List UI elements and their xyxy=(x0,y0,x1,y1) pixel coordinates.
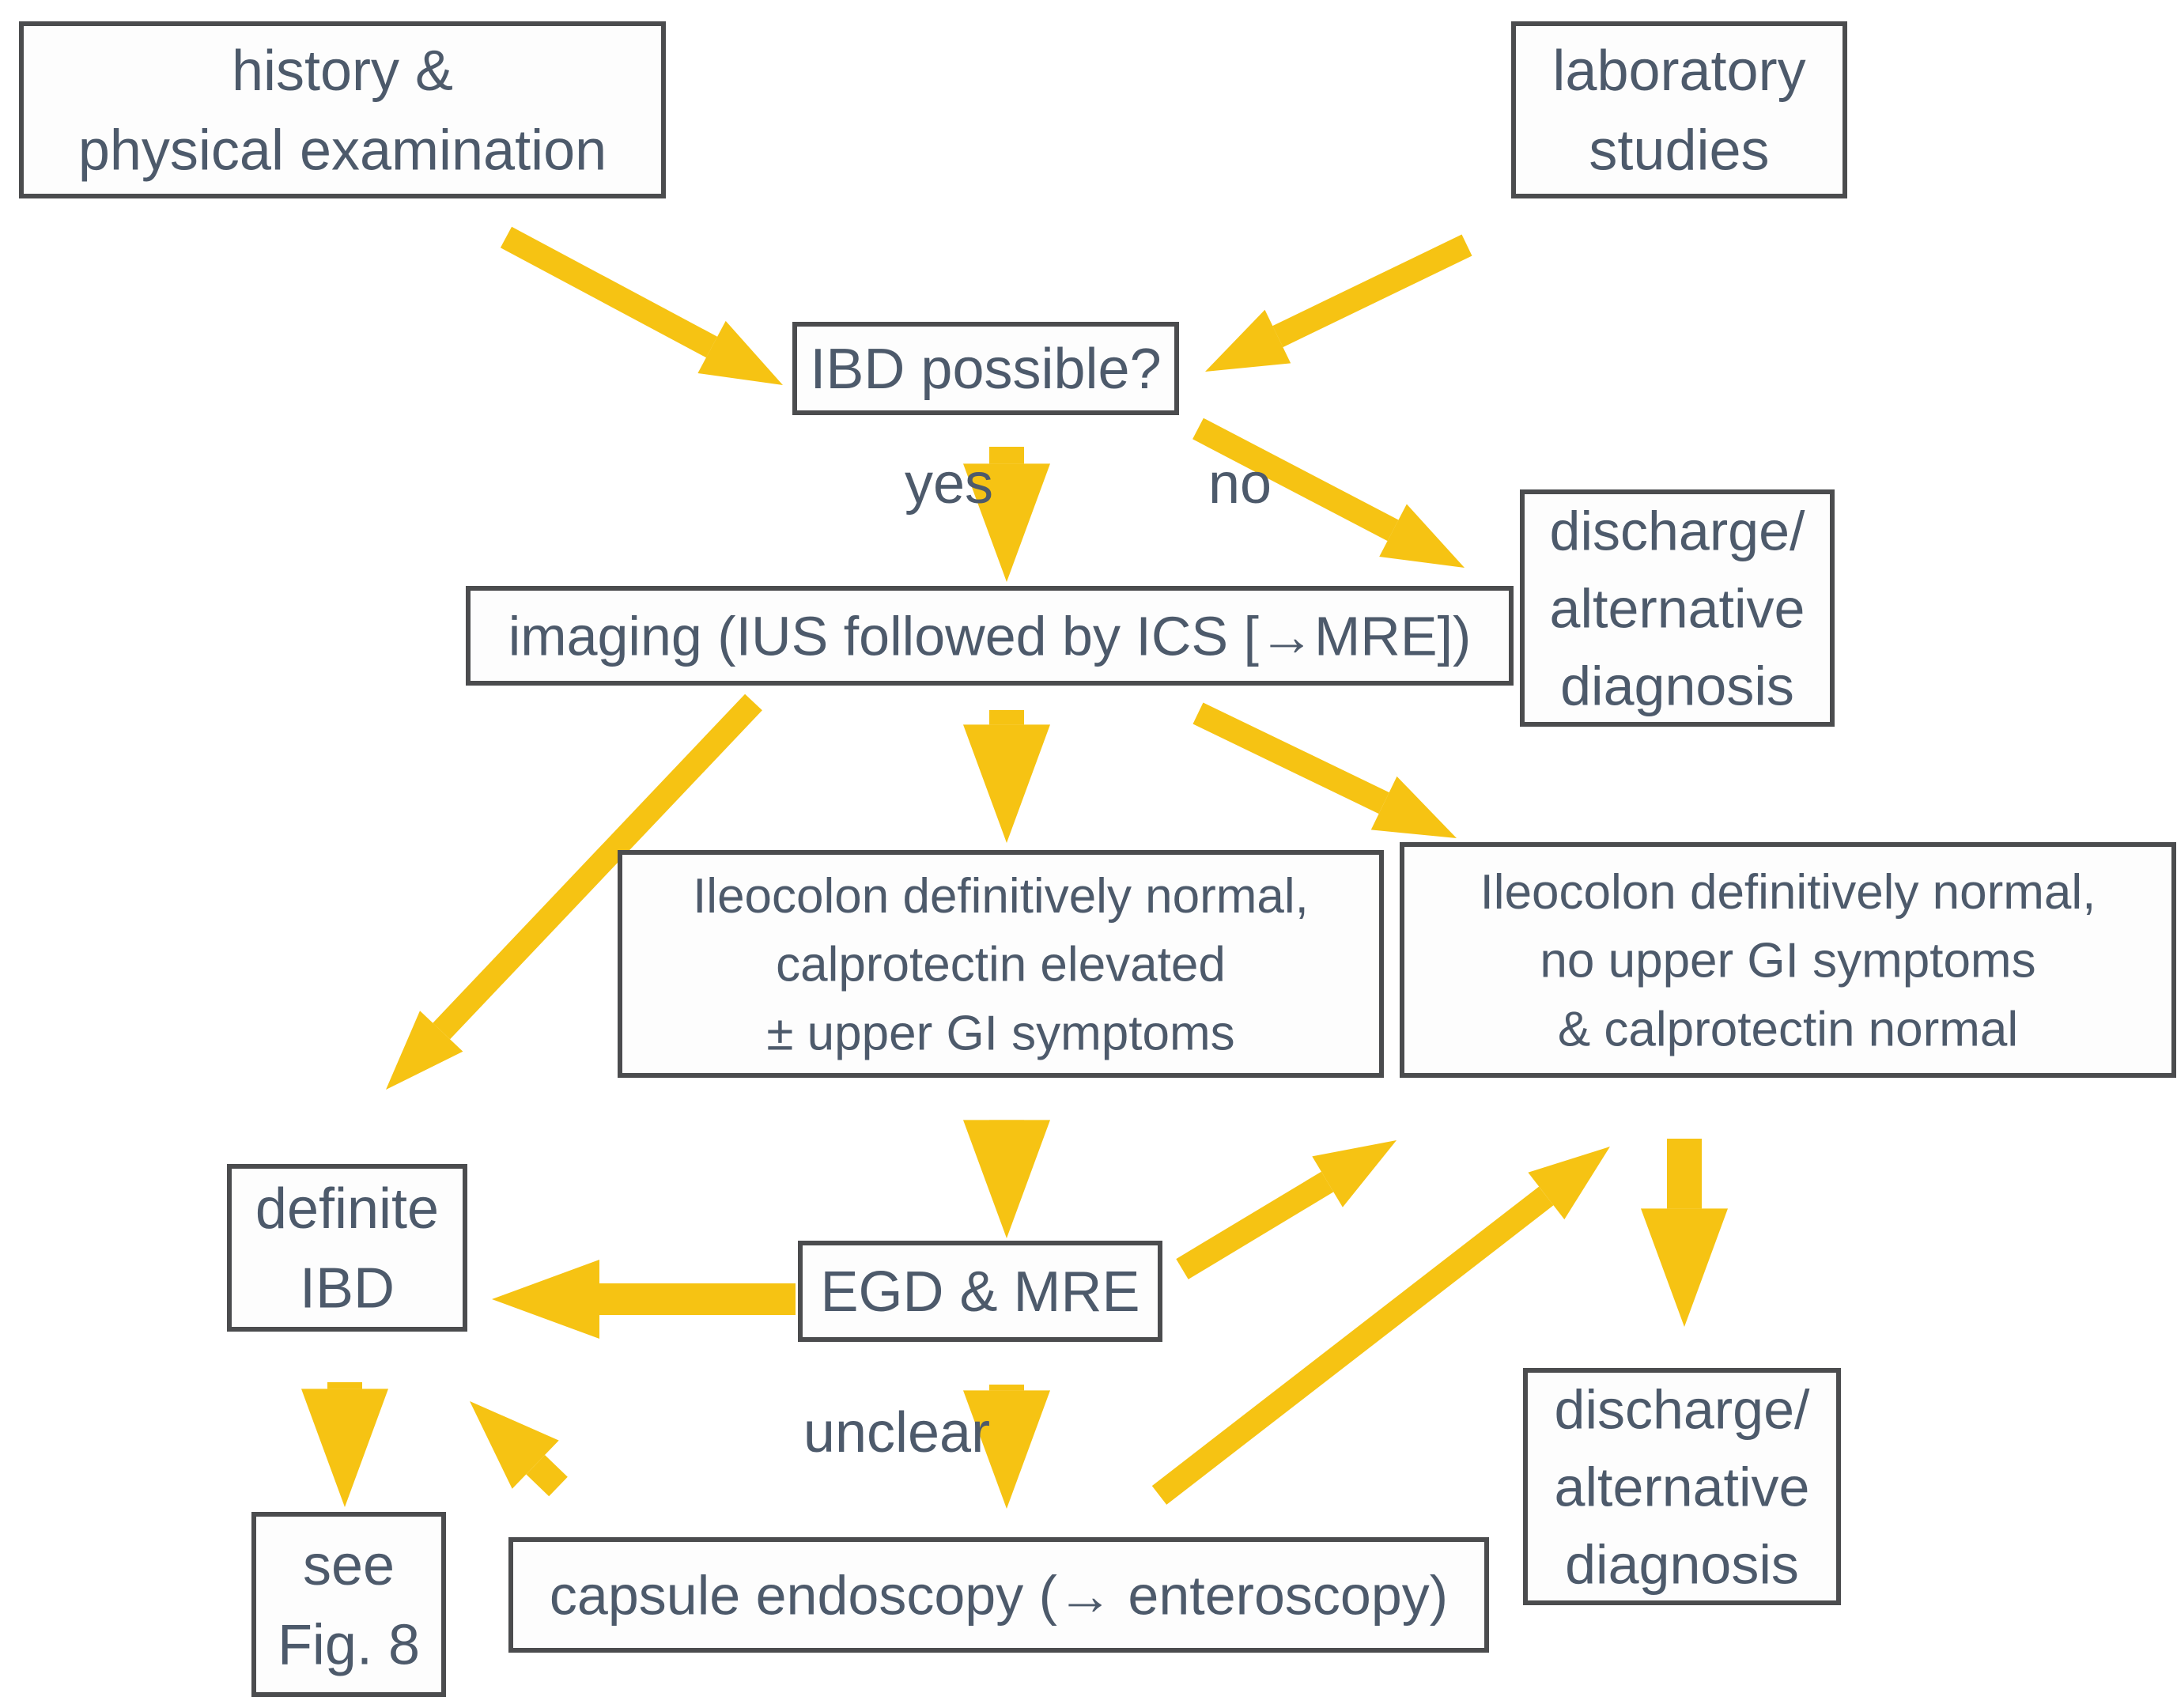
node-box xyxy=(19,21,666,198)
node-box xyxy=(227,1164,467,1332)
arrow-ileocolon-right-to-discharge xyxy=(1641,1139,1728,1327)
arrow-shaft xyxy=(1176,1171,1334,1279)
node-label: studies xyxy=(1589,119,1769,183)
node-box xyxy=(618,850,1384,1078)
edge-label-no: no xyxy=(1208,452,1272,516)
arrow-capsule-to-ileocolon-right xyxy=(1151,1147,1610,1505)
node-imaging: imaging (IUS followed by ICS [→MRE]) xyxy=(466,586,1514,686)
arrow-egd-to-definite-ibd xyxy=(492,1260,796,1339)
node-label: ± upper GI symptoms xyxy=(766,1007,1234,1061)
arrowhead xyxy=(1370,776,1457,838)
node-box xyxy=(466,586,1514,686)
arrow-shaft xyxy=(989,710,1024,725)
arrowhead xyxy=(1312,1140,1397,1207)
edge-label-yes: yes xyxy=(905,452,993,516)
arrow-egd-unclear-to-capsule xyxy=(963,1385,1050,1509)
arrowhead xyxy=(963,1120,1050,1238)
arrow-shaft xyxy=(989,1385,1024,1391)
node-label: definite xyxy=(255,1177,439,1241)
arrow-shaft xyxy=(433,693,762,1040)
arrow-shaft xyxy=(1151,1186,1554,1505)
node-label: physical examination xyxy=(78,119,607,183)
arrow-shaft xyxy=(526,1455,568,1497)
node-ibd-possible: IBD possible? xyxy=(792,322,1179,415)
node-box xyxy=(1520,489,1835,727)
arrowhead xyxy=(697,320,783,385)
node-box xyxy=(792,322,1179,415)
arrow-shaft xyxy=(1272,234,1472,348)
node-label: IBD possible? xyxy=(810,338,1161,401)
node-label: Ileocolon definitively normal, xyxy=(1480,865,2096,920)
arrow-shaft xyxy=(327,1382,362,1389)
node-label: alternative xyxy=(1550,578,1805,640)
arrow-definite-ibd-to-fig8 xyxy=(301,1382,388,1507)
arrow-history-to-ibd xyxy=(500,226,783,385)
node-label: no upper GI symptoms xyxy=(1540,934,2035,988)
arrowhead xyxy=(963,463,1050,582)
node-label: discharge/ xyxy=(1550,501,1806,562)
arrowhead xyxy=(1528,1147,1610,1220)
node-discharge-top: discharge/alternative diagnosis xyxy=(1520,489,1835,727)
arrowhead xyxy=(470,1401,559,1489)
node-capsule: capsule endoscopy (→ enteroscopy) xyxy=(508,1537,1489,1653)
node-ileocolon-right: Ileocolon definitively normal, no upper G… xyxy=(1400,842,2176,1078)
node-label: EGD & MRE xyxy=(820,1260,1140,1324)
node-box xyxy=(1523,1368,1841,1605)
node-label: IBD xyxy=(300,1257,395,1321)
arrow-shaft xyxy=(1192,418,1399,542)
arrow-shaft xyxy=(599,1283,796,1315)
arrow-imaging-to-definite-ibd xyxy=(386,693,762,1090)
arrow-shaft xyxy=(1667,1139,1702,1209)
node-label: see xyxy=(303,1534,395,1597)
node-label: diagnosis xyxy=(1565,1534,1799,1596)
arrowhead xyxy=(963,1390,1050,1509)
arrow-imaging-to-ileocolon-right xyxy=(1192,702,1457,838)
arrowhead xyxy=(1641,1208,1728,1327)
node-box xyxy=(251,1512,446,1697)
node-label: calprotectin elevated xyxy=(776,938,1226,992)
arrow-ileocolon-mid-to-egd xyxy=(963,1120,1050,1238)
node-label: laboratory xyxy=(1552,40,1805,103)
edge-label-unclear: unclear xyxy=(803,1401,990,1464)
arrowhead xyxy=(1379,504,1465,568)
arrowhead xyxy=(963,724,1050,843)
node-label: & calprotectin normal xyxy=(1558,1003,2018,1057)
arrow-ibd-no-to-discharge xyxy=(1192,418,1465,568)
arrowhead xyxy=(301,1389,388,1507)
node-discharge-bottom: discharge/alternative diagnosis xyxy=(1523,1368,1841,1605)
node-egd-mre: EGD & MRE xyxy=(798,1241,1162,1342)
node-box xyxy=(1400,842,2176,1078)
node-history: history & physical examination xyxy=(19,21,666,198)
node-label: history & xyxy=(232,40,453,103)
arrow-shaft xyxy=(500,226,718,358)
node-label: alternative xyxy=(1555,1457,1810,1518)
node-laboratory: laboratory studies xyxy=(1511,21,1847,198)
arrow-imaging-to-ileocolon-mid xyxy=(963,710,1050,843)
node-label: Fig. 8 xyxy=(278,1614,420,1677)
node-label: discharge/ xyxy=(1555,1379,1811,1441)
arrow-ibd-yes-to-imaging xyxy=(963,447,1050,582)
node-box xyxy=(508,1537,1489,1653)
arrow-egd-to-ileocolon-right xyxy=(1176,1140,1397,1279)
node-box xyxy=(798,1241,1162,1342)
arrow-shaft xyxy=(1192,702,1389,814)
arrowhead xyxy=(1205,309,1291,372)
arrow-laboratory-to-ibd xyxy=(1205,234,1472,372)
node-ileocolon-mid: Ileocolon definitively normal, calprotect… xyxy=(618,850,1384,1078)
arrow-shaft xyxy=(989,447,1024,464)
node-label: capsule endoscopy (→ enteroscopy) xyxy=(550,1565,1448,1627)
arrowhead xyxy=(386,1011,463,1090)
node-box xyxy=(1511,21,1847,198)
node-label: diagnosis xyxy=(1560,656,1794,717)
node-label: Ileocolon definitively normal, xyxy=(693,869,1309,924)
node-label: imaging (IUS followed by ICS [→MRE]) xyxy=(508,606,1472,667)
arrowhead xyxy=(492,1260,599,1339)
arrow-capsule-to-definite-ibd xyxy=(470,1401,568,1497)
